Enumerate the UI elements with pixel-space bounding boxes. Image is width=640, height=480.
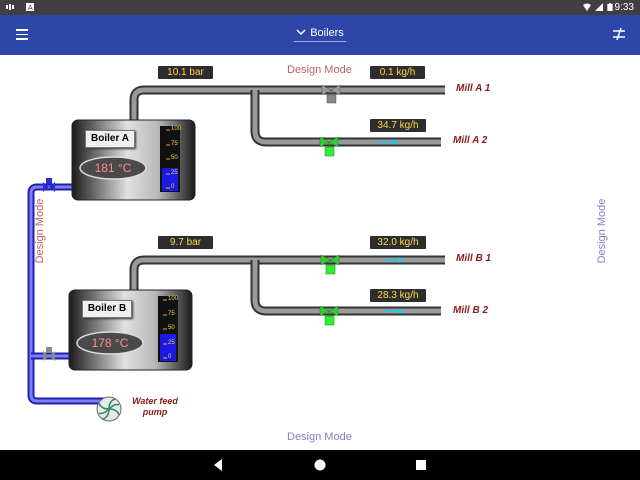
- boiler-b-temperature: 178 °C: [91, 336, 129, 350]
- water-feed-pump-label: Water feed pump: [132, 396, 178, 417]
- process-diagram: [27, 84, 445, 422]
- boiler-b-level-bar: [160, 334, 176, 361]
- mill-a1-flow-readout: 0.1 kg/h: [370, 66, 425, 79]
- chevron-down-icon: [296, 29, 306, 36]
- hamburger-icon[interactable]: [16, 29, 28, 40]
- svg-text:A: A: [28, 5, 33, 11]
- page-title: Boilers: [310, 27, 344, 39]
- wifi-icon: [583, 3, 591, 11]
- recents-icon[interactable]: [416, 460, 426, 470]
- a-icon: A: [26, 3, 34, 11]
- battery-icon: [607, 3, 613, 11]
- boiler-b-pipes: [129, 255, 445, 316]
- boiler-b-tank[interactable]: [68, 289, 193, 371]
- valve-mill-a2[interactable]: [319, 136, 339, 157]
- status-bar: A 9:33: [0, 0, 640, 15]
- boiler-a-name: Boiler A: [85, 130, 135, 148]
- valve-mill-b2[interactable]: [319, 305, 339, 326]
- mill-a1-label: Mill A 1: [456, 83, 491, 94]
- flow-arrow-a2: [378, 139, 398, 145]
- process-canvas: 10.1 bar 0.1 kg/h 34.7 kg/h 9.7 bar 32.0…: [0, 55, 640, 450]
- clock: 9:33: [614, 2, 634, 13]
- app-bar: Boilers: [0, 15, 640, 55]
- boiler-b-name: Boiler B: [82, 300, 132, 318]
- boiler-b-pressure-readout: 9.7 bar: [158, 236, 213, 249]
- flow-arrow-b2: [384, 308, 404, 314]
- feed-valve-b[interactable]: [43, 347, 55, 361]
- home-icon[interactable]: [314, 459, 326, 471]
- boiler-a-pressure-readout: 10.1 bar: [158, 66, 213, 79]
- boiler-a-pipes: [129, 85, 445, 147]
- mill-a2-label: Mill A 2: [453, 135, 488, 146]
- filter-settings-icon[interactable]: [612, 27, 626, 41]
- feed-valve-a[interactable]: [43, 178, 55, 192]
- water-feed-pump-icon[interactable]: [96, 396, 122, 422]
- page-title-dropdown[interactable]: Boilers: [0, 27, 640, 42]
- mill-b1-label: Mill B 1: [456, 253, 492, 264]
- mill-b1-flow-readout: 32.0 kg/h: [370, 236, 426, 249]
- design-mode-label-left: Design Mode: [34, 198, 46, 264]
- boiler-a-temperature: 181 °C: [94, 161, 132, 175]
- mill-b2-flow-readout: 28.3 kg/h: [370, 289, 426, 302]
- back-icon[interactable]: [213, 459, 223, 471]
- design-mode-label-top: Design Mode: [287, 64, 352, 76]
- signal-icon: [6, 4, 14, 10]
- system-navigation-bar: [0, 450, 640, 480]
- mill-a2-flow-readout: 34.7 kg/h: [370, 119, 426, 132]
- design-mode-label-bottom: Design Mode: [287, 431, 352, 443]
- valve-mill-a1[interactable]: [321, 84, 341, 104]
- cellular-icon: [595, 3, 603, 11]
- valve-mill-b1[interactable]: [320, 254, 340, 275]
- design-mode-label-right: Design Mode: [596, 198, 608, 264]
- mill-b2-label: Mill B 2: [453, 305, 489, 316]
- flow-arrow-b1: [384, 257, 404, 263]
